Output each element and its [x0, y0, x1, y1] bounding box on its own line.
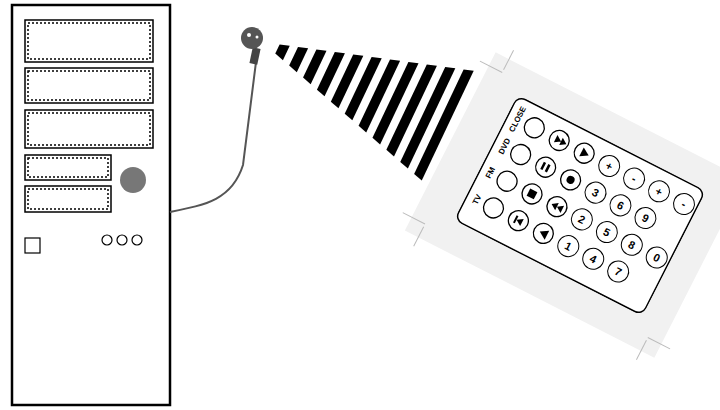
remote-ground — [391, 39, 720, 371]
button-label: 9 — [640, 212, 650, 225]
button-label: 2 — [577, 213, 587, 226]
button-label: - — [630, 173, 638, 184]
beam-stripe — [414, 69, 474, 180]
button-label: 7 — [613, 265, 623, 278]
button-label: 5 — [602, 226, 612, 239]
beam-stripe — [275, 44, 289, 60]
button-label: 6 — [615, 199, 625, 212]
ir-receiver — [241, 27, 263, 65]
receiver-cable — [170, 62, 256, 212]
button-label: 1 — [563, 240, 573, 253]
button-label: + — [604, 160, 615, 173]
pc-tower — [12, 5, 170, 405]
button-label: 0 — [652, 251, 662, 264]
button-label: 8 — [627, 239, 637, 252]
ir-beam — [275, 44, 473, 180]
button-label: 3 — [590, 186, 600, 199]
button-label: + — [654, 185, 665, 198]
button-label: - — [680, 198, 688, 209]
button-label: 4 — [588, 253, 598, 266]
beam-stripe — [289, 47, 308, 72]
